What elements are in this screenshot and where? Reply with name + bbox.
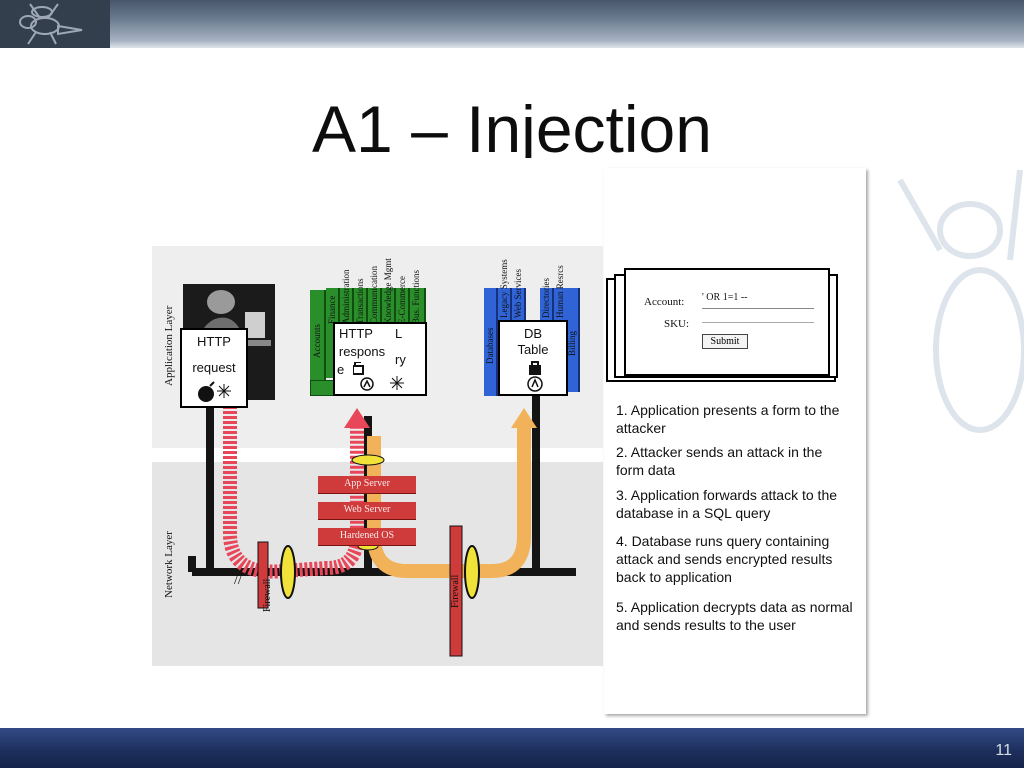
http-response-behind2: ry [395, 352, 406, 367]
http-response-line2: respons [338, 344, 386, 359]
http-request-line1: HTTP [197, 334, 231, 349]
http-response-line3: e [337, 362, 345, 377]
green-column-label: Administration [341, 269, 351, 325]
http-response-line1: HTTP [339, 326, 373, 341]
unlock-icon [353, 362, 364, 375]
sku-label: SKU: [664, 318, 690, 330]
step-2: 2. Attacker sends an attack in the form … [616, 444, 823, 478]
blue-column-label: Billing [567, 330, 577, 356]
network-diagram: // [188, 396, 576, 657]
sku-input[interactable] [702, 322, 814, 323]
step-3: 3. Application forwards attack to the da… [616, 487, 838, 521]
header-band [0, 0, 1024, 48]
firewall-shapes [257, 525, 480, 657]
header-logo-area [0, 0, 110, 48]
skull-icon [360, 377, 374, 391]
green-column-label: Bus. Functions [411, 269, 421, 324]
http-response-box: HTTP L respons ry e [333, 322, 427, 396]
blue-column-label: Human Resrcs [555, 265, 565, 318]
step-5: 5. Application decrypts data as normal a… [616, 599, 853, 633]
skull-icon [527, 376, 543, 392]
submit-button[interactable]: Submit [702, 334, 748, 349]
http-response-behind1: L [395, 326, 403, 341]
query-flow-orange [367, 426, 531, 578]
slide-title: A1 – Injection [312, 92, 712, 158]
account-input[interactable]: ' OR 1=1 -- [702, 292, 814, 309]
footer-band [0, 728, 1024, 768]
green-column-label: Transactions [355, 278, 365, 324]
green-column-label: Communication [369, 266, 379, 324]
wasp-watermark-icon [897, 169, 1024, 433]
green-column-label: Accounts [312, 324, 322, 358]
burst-icon [217, 384, 231, 398]
slide-number: 11 [995, 742, 1012, 759]
firewall-label-right: Firewall [450, 574, 461, 608]
firewall-label-left: Firewall [262, 578, 273, 612]
steps-card [604, 168, 866, 714]
web-server-block: Web Server [318, 502, 416, 520]
hardened-os-block: Hardened OS [318, 528, 416, 546]
burst-icon [390, 376, 404, 390]
blue-column-label: Directories [541, 278, 551, 318]
blue-column-label: Web Services [513, 268, 523, 318]
green-column-label: Finance [327, 295, 337, 325]
step-4: 4. Database runs query containing attack… [616, 533, 833, 585]
db-table-line2: Table [517, 342, 549, 357]
green-column-label: E-Commerce [397, 276, 407, 324]
db-table-box: DB Table [498, 320, 568, 396]
lock-icon [529, 361, 541, 375]
step-1: 1. Application presents a form to the at… [616, 402, 840, 436]
wasp-icon [19, 3, 83, 45]
bomb-icon [198, 381, 215, 402]
green-column-label: Knowledge Mgmt [383, 258, 393, 324]
db-table-line1: DB [523, 326, 543, 341]
http-request-line2: request [192, 360, 236, 375]
app-server-block: App Server [318, 476, 416, 494]
http-request-box: HTTP request [180, 328, 248, 408]
blue-column-label: Legacy Systems [499, 259, 509, 318]
svg-text://: // [234, 573, 242, 588]
account-label: Account: [644, 296, 685, 308]
blue-column-label: Databases [485, 327, 495, 364]
login-form: Account: ' OR 1=1 -- SKU: Submit [624, 268, 830, 376]
